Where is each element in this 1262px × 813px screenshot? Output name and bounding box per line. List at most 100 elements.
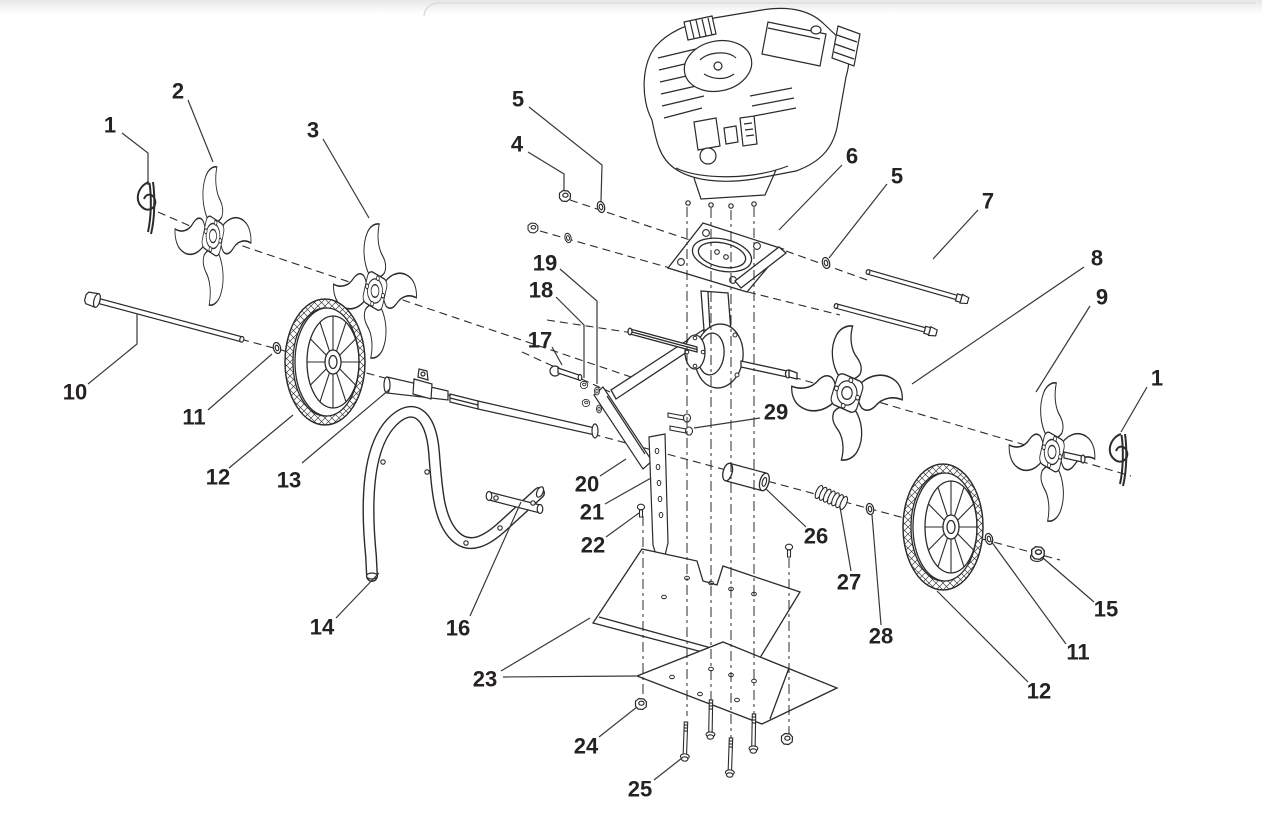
nut-18-illustration — [580, 381, 588, 389]
callout-leader-line — [502, 675, 637, 678]
callout-number-4: 4 — [511, 132, 524, 157]
callout-leader-line — [322, 138, 370, 219]
pin-17-hardware-illustration — [549, 365, 583, 382]
callout-3: 3 — [307, 118, 370, 219]
callout-number-15: 15 — [1094, 597, 1118, 622]
callout-leader-line — [765, 488, 807, 528]
callout-number-13: 13 — [277, 468, 301, 493]
callout-19: 19 — [533, 251, 598, 384]
callout-15: 15 — [1042, 557, 1118, 622]
nut-24-illustration — [780, 732, 794, 746]
callout-number-20: 20 — [575, 472, 599, 497]
callout-11: 11 — [182, 353, 273, 430]
callout-leader-line — [653, 757, 683, 781]
callout-number-6: 6 — [846, 144, 858, 169]
callout-number-21: 21 — [580, 500, 604, 525]
callout-9: 9 — [1035, 285, 1108, 393]
callout-leader-line — [990, 540, 1067, 645]
callout-leader-line — [500, 617, 591, 672]
wheel-nut-15-illustration — [1029, 545, 1046, 563]
bracket-bolts-29-illustration — [667, 412, 694, 436]
callout-number-1: 1 — [1151, 366, 1163, 391]
washer-19-illustration — [596, 404, 602, 414]
callout-leader-line — [121, 132, 149, 185]
callout-7: 7 — [932, 189, 994, 260]
transmission-illustration — [610, 290, 798, 400]
callout-21: 21 — [580, 477, 652, 525]
callout-number-3: 3 — [307, 118, 319, 143]
callout-leader-line — [528, 106, 603, 202]
callout-leader-line — [605, 512, 640, 538]
callout-leader-line — [828, 183, 888, 259]
callout-number-2: 2 — [172, 79, 184, 104]
callout-number-24: 24 — [574, 734, 599, 759]
callout-number-1: 1 — [104, 113, 116, 138]
engine-illustration — [643, 7, 861, 209]
engine-mount-plate-illustration — [666, 222, 788, 293]
washer-19-illustration — [594, 386, 600, 396]
callout-number-23: 23 — [473, 667, 497, 692]
callout-11: 11 — [990, 540, 1090, 665]
callout-number-10: 10 — [63, 380, 87, 405]
callout-leader-line — [551, 346, 563, 366]
callout-27: 27 — [837, 506, 861, 595]
callout-number-8: 8 — [1091, 246, 1103, 271]
callout-number-29: 29 — [764, 400, 788, 425]
callout-22: 22 — [581, 512, 640, 558]
callout-1: 1 — [1120, 366, 1163, 433]
shield-lower-illustration — [635, 641, 839, 725]
callout-number-12: 12 — [1027, 679, 1051, 704]
callout-number-17: 17 — [528, 328, 552, 353]
callout-number-12: 12 — [206, 465, 230, 490]
callout-leader-line — [301, 388, 391, 464]
handle-tube-illustration — [485, 490, 544, 515]
page-edge — [0, 0, 1262, 17]
callout-leader-line — [559, 268, 598, 384]
callout-2: 2 — [172, 79, 214, 163]
nut-18-illustration — [582, 399, 590, 407]
callout-leader-line — [469, 501, 522, 617]
callout-leader-line — [1042, 557, 1095, 603]
washer-28-illustration — [864, 502, 876, 516]
callout-20: 20 — [575, 458, 627, 497]
engine-bolt-7-illustration — [864, 266, 970, 306]
callout-leader-line — [335, 572, 380, 619]
callout-leader-line — [87, 314, 138, 385]
callout-number-19: 19 — [533, 251, 557, 276]
shield-bolt-25-illustration — [724, 737, 736, 778]
callout-leader-line — [228, 414, 294, 469]
callout-28: 28 — [869, 514, 893, 649]
callout-29: 29 — [693, 400, 788, 429]
tine-9-hub-stub-illustration — [1063, 451, 1086, 464]
washer-5-right-illustration — [820, 256, 832, 270]
callout-leader-line — [871, 514, 882, 626]
callout-number-28: 28 — [869, 624, 893, 649]
callout-number-25: 25 — [628, 777, 652, 802]
washer-11-left-illustration — [271, 341, 283, 355]
callout-number-14: 14 — [310, 615, 335, 640]
callout-number-5: 5 — [512, 87, 524, 112]
callout-12: 12 — [936, 590, 1051, 704]
callout-leader-line — [778, 164, 843, 231]
callout-number-22: 22 — [581, 533, 605, 558]
callout-18: 18 — [529, 278, 585, 378]
spring-27-illustration — [814, 484, 849, 511]
shield-bolt-22-illustration — [636, 503, 794, 558]
tine-8-illustration — [792, 326, 903, 460]
callout-leader-line — [911, 266, 1085, 385]
axle-tube-illustration — [383, 368, 599, 439]
callout-5: 5 — [512, 87, 603, 202]
callout-leader-line — [839, 506, 852, 572]
stand-tube-illustration — [362, 405, 545, 582]
callout-10: 10 — [63, 314, 138, 405]
callout-number-7: 7 — [982, 189, 994, 214]
washer-5-illustration — [563, 232, 573, 244]
drag-stake-bracket-illustration — [593, 386, 669, 574]
callout-number-16: 16 — [446, 616, 470, 641]
callout-25: 25 — [628, 757, 683, 802]
nut-4-illustration — [558, 189, 572, 203]
shield-bolt-25-illustration — [679, 721, 691, 762]
